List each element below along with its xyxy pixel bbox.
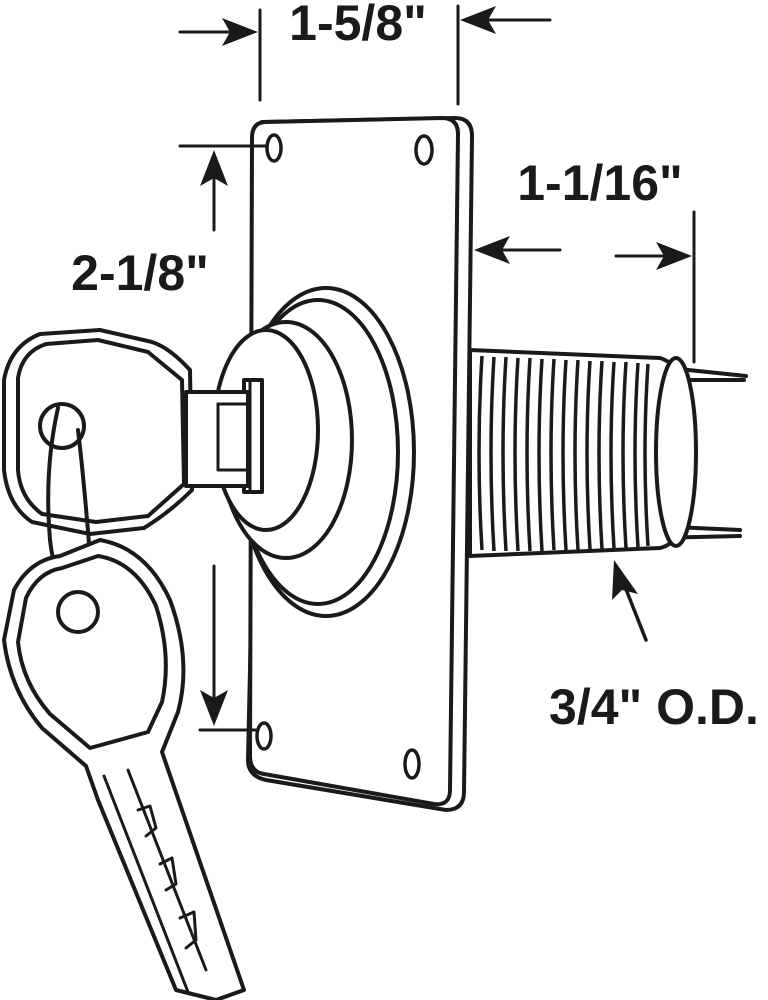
screw-hole-top-right bbox=[414, 134, 434, 166]
dimension-shaft-length bbox=[474, 210, 696, 364]
screw-hole-top-left bbox=[265, 133, 283, 163]
label-plate-height: 2-1/8" bbox=[71, 245, 209, 301]
shaft-threads bbox=[477, 355, 650, 552]
dimension-plate-height bbox=[178, 144, 268, 732]
label-shaft-diameter: 3/4" O.D. bbox=[549, 679, 759, 735]
key-hanging bbox=[2, 538, 246, 1000]
key-inserted bbox=[2, 328, 250, 536]
screw-hole-bottom-left bbox=[255, 721, 273, 751]
label-plate-width: 1-5/8" bbox=[289, 0, 427, 51]
screw-hole-bottom-right bbox=[403, 748, 421, 780]
threaded-shaft bbox=[468, 348, 748, 558]
dimension-plate-width bbox=[178, 4, 552, 106]
dimension-shaft-diameter bbox=[612, 560, 648, 642]
label-shaft-length: 1-1/16" bbox=[517, 155, 682, 211]
lock-cylinder bbox=[212, 286, 416, 618]
